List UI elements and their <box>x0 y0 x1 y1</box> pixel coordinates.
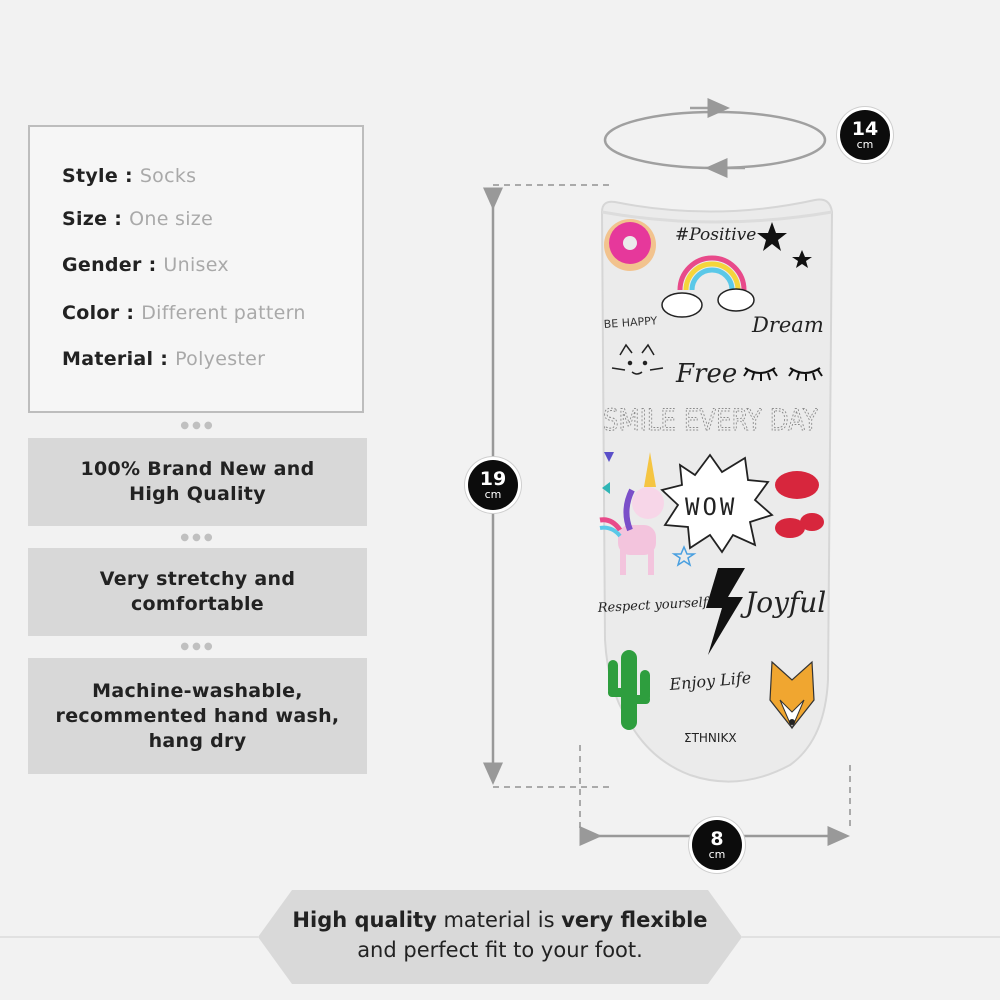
sock-text-smile: SMILE EVERY DAY <box>603 403 818 437</box>
sock-text-free: Free <box>675 359 737 389</box>
lips-icon <box>775 471 824 538</box>
dots-separator: ●●● <box>180 532 216 543</box>
circumference-ellipse <box>603 110 827 170</box>
banner-shape <box>258 890 742 984</box>
circumference-badge: 14 cm <box>840 110 890 160</box>
spec-gender: Gender : Unisex <box>62 254 229 276</box>
height-badge: 19 cm <box>468 460 518 510</box>
lightning-icon <box>706 568 745 655</box>
sock-text-wow: WOW <box>685 493 737 521</box>
sock-text-dream: Dream <box>751 313 824 337</box>
width-badge: 8 cm <box>692 820 742 870</box>
unicorn-icon <box>599 452 664 575</box>
sock-text-joyful: Joyful <box>740 586 826 619</box>
spec-box: Style : Socks Size : One size Gender : U… <box>28 125 364 413</box>
spec-material: Material : Polyester <box>62 348 266 370</box>
eyelashes-icon <box>743 367 823 381</box>
spec-color: Color : Different pattern <box>62 302 306 324</box>
sock-text-respect: Respect yourself <box>596 595 710 616</box>
wow-bubble-icon <box>660 453 774 554</box>
sock-text-brand: ΣTHNIKX <box>684 731 737 745</box>
fox-icon <box>769 660 815 730</box>
dots-separator: ●●● <box>180 641 216 652</box>
feature-washable: Machine-washable,recommented hand wash,h… <box>28 658 367 774</box>
triangle-icon <box>604 452 614 462</box>
cat-icon <box>611 343 664 375</box>
spec-style: Style : Socks <box>62 165 197 187</box>
triangle-icon <box>602 482 610 494</box>
donut-icon <box>604 219 656 271</box>
cactus-icon <box>608 650 650 730</box>
rainbow-icon <box>661 255 755 318</box>
spec-size: Size : One size <box>62 208 214 230</box>
star-icon <box>757 222 787 251</box>
banner-text: High quality material is very flexible a… <box>292 908 708 962</box>
star-icon <box>671 545 697 567</box>
sock-text-be-happy: BE HAPPY <box>603 314 658 331</box>
sock-text-positive: #Positive <box>675 225 756 245</box>
dots-separator: ●●● <box>180 420 216 431</box>
star-icon <box>792 250 812 268</box>
